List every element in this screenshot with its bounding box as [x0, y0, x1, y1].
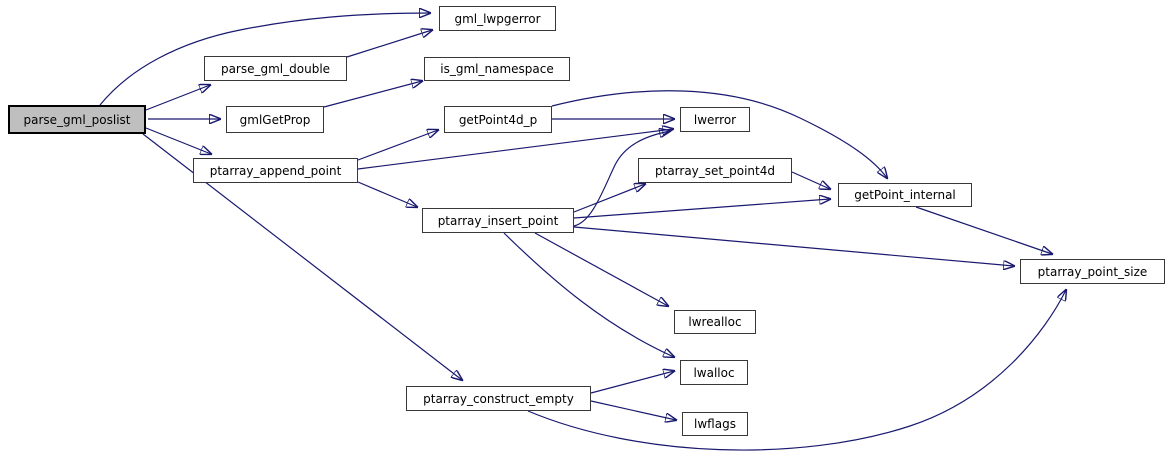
node-lwalloc[interactable]: lwalloc [680, 360, 748, 385]
edge-parse_gml_double-to-gml_lwpgerror [346, 30, 432, 58]
edge-getPoint_internal-to-ptarray_point_size [915, 206, 1052, 254]
edge-parse_gml_poslist-to-ptarray_append_point [145, 127, 211, 154]
edge-ptarray_insert_point-to-lwrealloc [534, 232, 668, 306]
edge-ptarray_append_point-to-lwerror [357, 129, 673, 170]
edge-ptarray_insert_point-to-lwerror [573, 131, 670, 227]
node-get-point4d-p[interactable]: getPoint4d_p [444, 106, 552, 133]
node-lwrealloc[interactable]: lwrealloc [674, 310, 756, 334]
edge-ptarray_construct_empty-to-lwalloc [590, 371, 674, 394]
node-ptarray-insert-point[interactable]: ptarray_insert_point [422, 208, 574, 233]
node-gml-get-prop[interactable]: gmlGetProp [226, 106, 324, 133]
node-get-point-internal[interactable]: getPoint_internal [838, 183, 972, 207]
node-lwerror[interactable]: lwerror [680, 107, 750, 132]
edge-ptarray_set_point4d-to-getPoint_internal [791, 171, 830, 189]
edge-parse_gml_poslist-to-parse_gml_double [145, 85, 210, 111]
edge-ptarray_insert_point-to-ptarray_set_point4d [573, 184, 645, 213]
edge-ptarray_append_point-to-getPoint4d_p [357, 130, 438, 161]
node-ptarray-construct-empty[interactable]: ptarray_construct_empty [406, 386, 591, 411]
edge-ptarray_insert_point-to-ptarray_point_size [573, 226, 1014, 266]
node-ptarray-set-point4d[interactable]: ptarray_set_point4d [638, 158, 792, 183]
node-ptarray-point-size[interactable]: ptarray_point_size [1020, 259, 1165, 284]
node-lwflags[interactable]: lwflags [682, 412, 748, 436]
edge-ptarray_insert_point-to-getPoint_internal [573, 199, 830, 219]
edge-parse_gml_poslist-to-gml_lwpgerror [99, 13, 430, 106]
edge-gmlGetProp-to-is_gml_namespace [323, 81, 422, 108]
edge-ptarray_construct_empty-to-lwflags [590, 400, 676, 420]
edge-ptarray_insert_point-to-lwalloc [503, 232, 674, 357]
node-is-gml-namespace[interactable]: is_gml_namespace [424, 57, 570, 81]
edge-ptarray_append_point-to-ptarray_insert_point [357, 181, 417, 207]
node-ptarray-append-point[interactable]: ptarray_append_point [193, 158, 358, 183]
node-parse-gml-double[interactable]: parse_gml_double [204, 56, 347, 81]
node-parse-gml-poslist[interactable]: parse_gml_poslist [8, 105, 146, 134]
edge-getPoint4d_p-to-getPoint_internal [551, 90, 887, 178]
edge-ptarray_construct_empty-to-ptarray_point_size [527, 290, 1066, 451]
node-gml-lwpgerror[interactable]: gml_lwpgerror [439, 6, 556, 31]
